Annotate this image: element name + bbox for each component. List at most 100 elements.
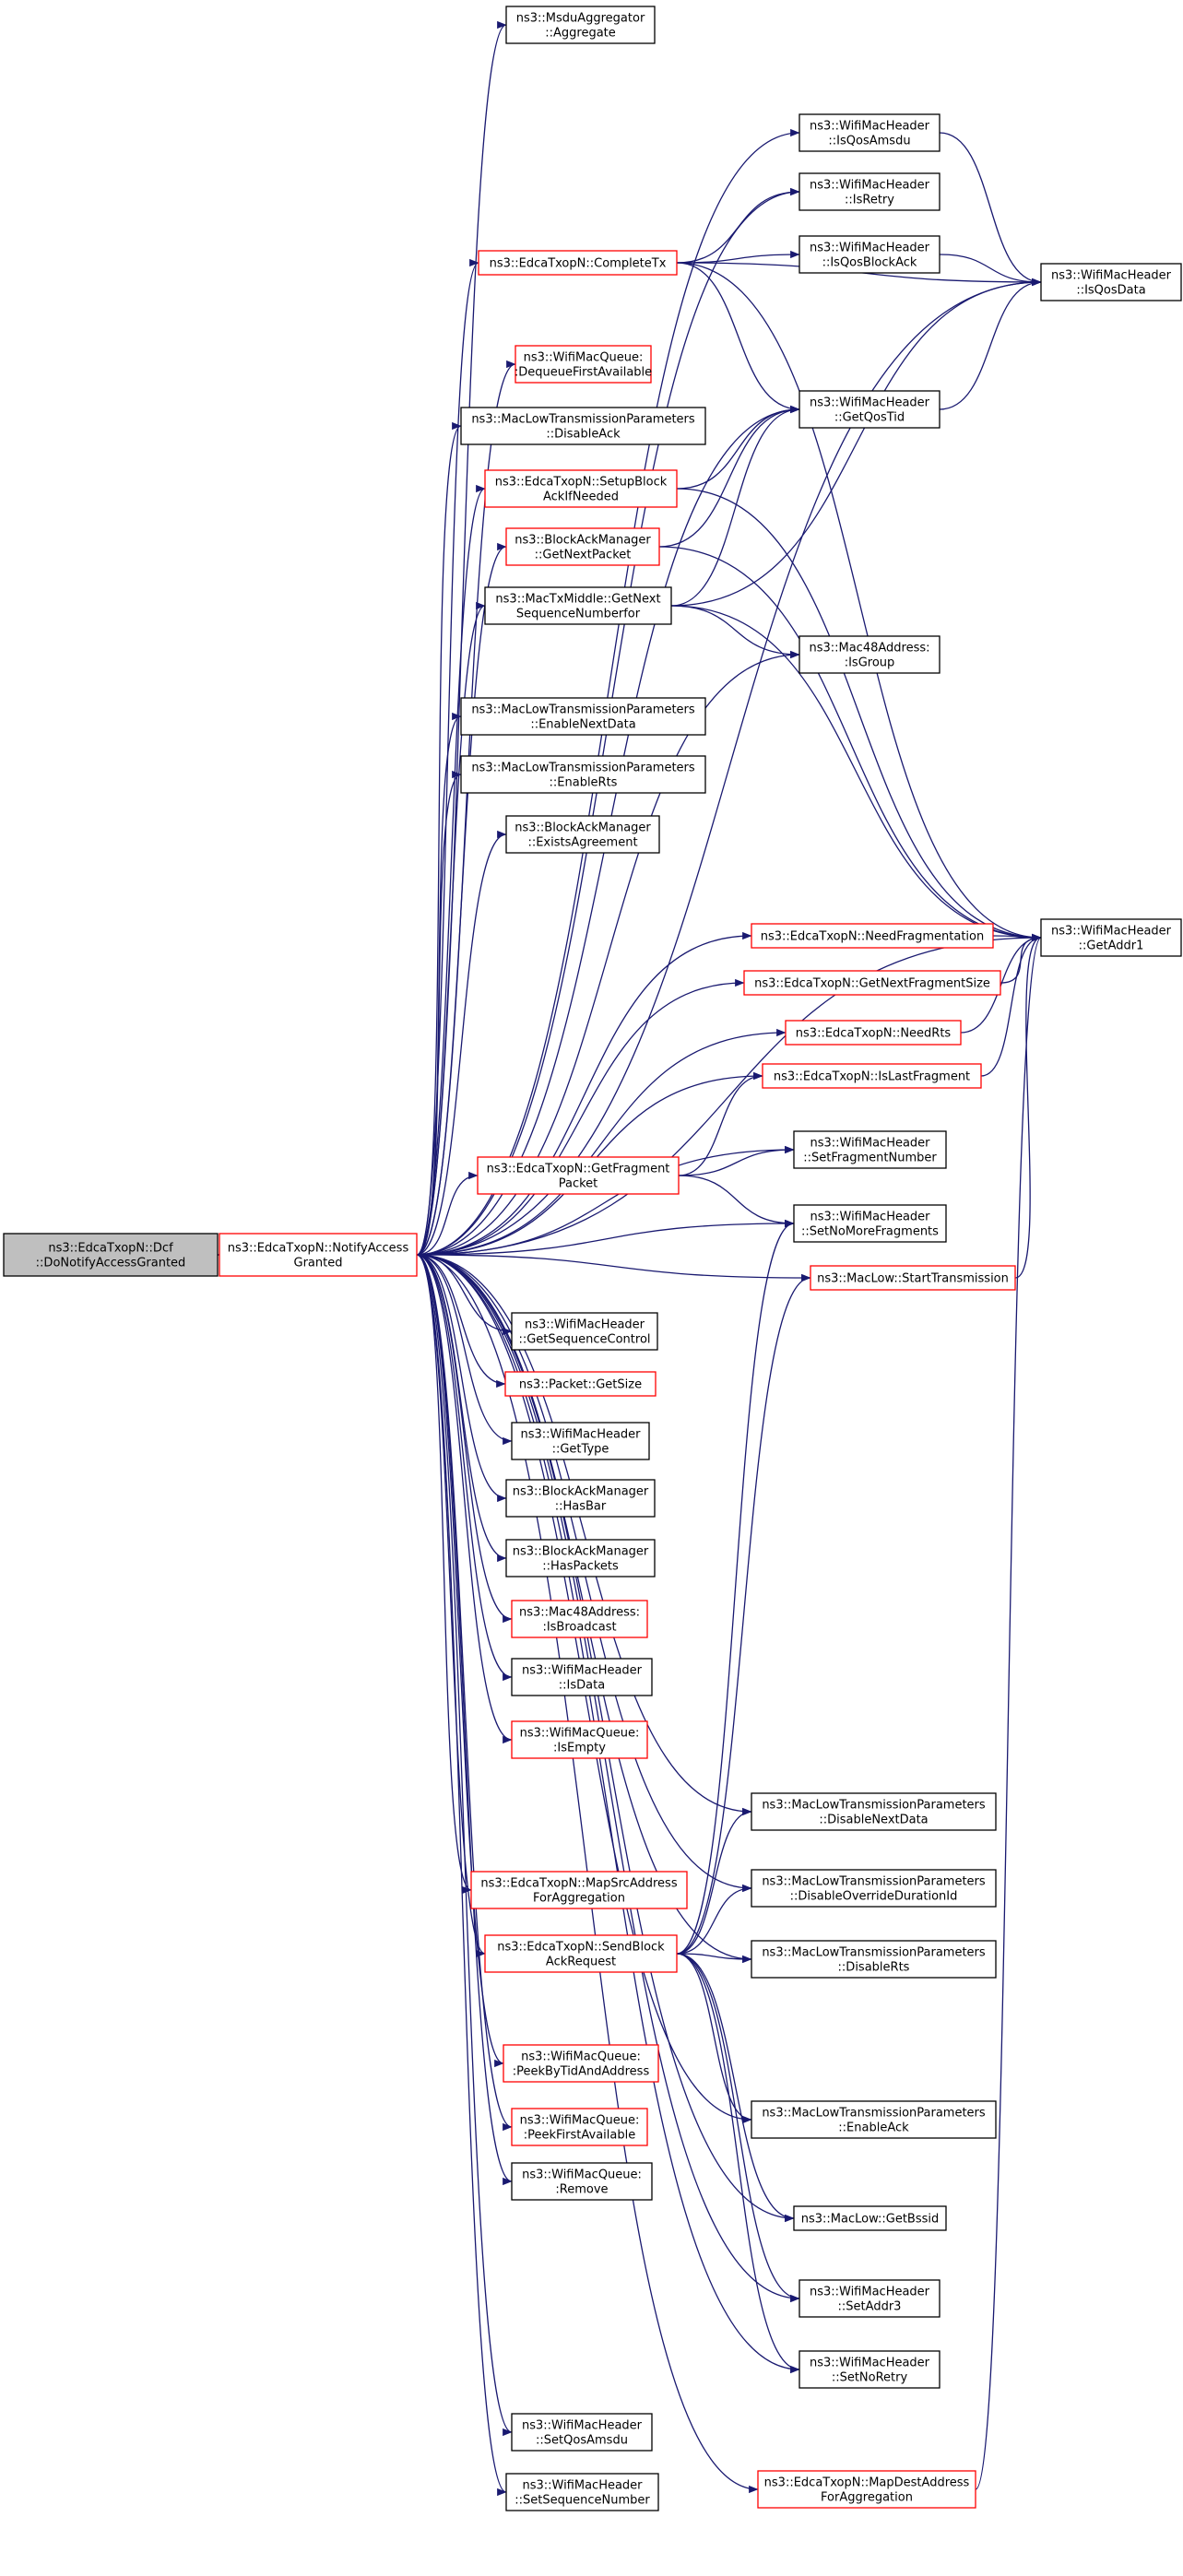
node-setaddr3[interactable]: ns3::WifiMacHeader::SetAddr3 <box>799 2279 940 2318</box>
node-label: ns3::WifiMacHeader <box>810 242 930 255</box>
edge-needfrag-to-getaddr1 <box>992 933 1042 942</box>
node-label: :Remove <box>555 2183 608 2197</box>
edge-sendblockack-to-enableack <box>676 1953 752 2124</box>
node-hasbar[interactable]: ns3::BlockAckManager::HasBar <box>505 1479 656 1518</box>
node-box <box>793 1204 947 1243</box>
edge-setupblock-to-getqostid <box>676 405 800 490</box>
node-label: ns3::EdcaTxopN::MapSrcAddress <box>480 1877 677 1891</box>
node-isdata[interactable]: ns3::WifiMacHeader::IsData <box>511 1658 653 1696</box>
node-box <box>785 1020 962 1046</box>
node-getqostid[interactable]: ns3::WifiMacHeader::GetQosTid <box>799 390 940 429</box>
node-needrts[interactable]: ns3::EdcaTxopN::NeedRts <box>785 1020 962 1046</box>
node-dcf[interactable]: ns3::EdcaTxopN::Dcf::DoNotifyAccessGrant… <box>3 1233 219 1277</box>
edge-nag-to-haspackets <box>416 1254 507 1563</box>
node-mapsrc[interactable]: ns3::EdcaTxopN::MapSrcAddressForAggregat… <box>470 1871 688 1909</box>
node-disableack[interactable]: ns3::MacLowTransmissionParameters::Disab… <box>460 407 706 445</box>
node-isqosamsdu[interactable]: ns3::WifiMacHeader::IsQosAmsdu <box>799 113 940 152</box>
node-label: :IsGroup <box>845 656 895 670</box>
node-box <box>460 697 706 736</box>
edge-mactxmiddle-to-getaddr1 <box>670 605 1042 942</box>
node-box <box>810 1265 1016 1291</box>
node-setseqnum[interactable]: ns3::WifiMacHeader::SetSequenceNumber <box>505 2473 659 2511</box>
edge-sendblockack-to-disablerts <box>676 1953 752 1964</box>
node-disablerts[interactable]: ns3::MacLowTransmissionParameters::Disab… <box>751 1940 997 1979</box>
node-label: ns3::WifiMacHeader <box>810 2286 930 2299</box>
node-remove[interactable]: ns3::WifiMacQueue::Remove <box>511 2162 653 2201</box>
node-box <box>751 923 994 949</box>
node-gettype[interactable]: ns3::WifiMacHeader::GetType <box>511 1422 650 1460</box>
node-box <box>751 1792 997 1831</box>
node-getseqctrl[interactable]: ns3::WifiMacHeader::GetSequenceControl <box>511 1312 658 1351</box>
node-box <box>460 755 706 794</box>
node-label: ::GetType <box>552 1443 609 1457</box>
node-label: ns3::MsduAggregator <box>516 12 645 26</box>
edge-sendblockack-to-setnomorefrag <box>676 1219 795 1955</box>
node-label: ::SetSequenceNumber <box>515 2494 650 2508</box>
node-label: ::GetSequenceControl <box>518 1333 650 1347</box>
node-label: ns3::WifiMacQueue: <box>521 2050 641 2064</box>
node-peekbytid[interactable]: ns3::WifiMacQueue::PeekByTidAndAddress <box>503 2044 659 2083</box>
node-msdu[interactable]: ns3::MsduAggregator::Aggregate <box>505 6 656 44</box>
node-label: ns3::WifiMacQueue: <box>524 351 644 365</box>
node-label: ns3::MacLowTransmissionParameters <box>762 2107 986 2121</box>
edge-nag-to-setnomorefrag <box>416 1219 795 1256</box>
node-setqosamsdu[interactable]: ns3::WifiMacHeader::SetQosAmsdu <box>511 2413 653 2452</box>
node-isretry[interactable]: ns3::WifiMacHeader::IsRetry <box>799 172 940 211</box>
nodes-layer: ns3::EdcaTxopN::Dcf::DoNotifyAccessGrant… <box>3 6 1182 2511</box>
node-label: ns3::MacLowTransmissionParameters <box>762 1946 986 1960</box>
node-label: AckIfNeeded <box>543 490 619 504</box>
edge-nag-to-disableack <box>416 422 462 1256</box>
node-bamgetnext[interactable]: ns3::BlockAckManager::GetNextPacket <box>505 527 660 566</box>
node-box <box>757 2470 976 2509</box>
node-starttx[interactable]: ns3::MacLow::StartTransmission <box>810 1265 1016 1291</box>
node-setfragnum[interactable]: ns3::WifiMacHeader::SetFragmentNumber <box>793 1130 947 1169</box>
node-needfrag[interactable]: ns3::EdcaTxopN::NeedFragmentation <box>751 923 994 949</box>
node-disablenextdata[interactable]: ns3::MacLowTransmissionParameters::Disab… <box>751 1792 997 1831</box>
edge-nag-to-setseqnum <box>416 1254 507 2496</box>
node-isqosblockack[interactable]: ns3::WifiMacHeader::IsQosBlockAck <box>799 235 940 274</box>
node-mactxmiddle[interactable]: ns3::MacTxMiddle::GetNextSequenceNumberf… <box>484 586 672 625</box>
edge-nag-to-hasbar <box>416 1254 507 1503</box>
node-dequeue[interactable]: ns3::WifiMacQueue::DequeueFirstAvailable <box>515 345 652 384</box>
node-mapdest[interactable]: ns3::EdcaTxopN::MapDestAddressForAggrega… <box>757 2470 976 2509</box>
node-label: ns3::EdcaTxopN::SetupBlock <box>495 476 668 490</box>
node-setnomorefrag[interactable]: ns3::WifiMacHeader::SetNoMoreFragments <box>793 1204 947 1243</box>
node-existsagreement[interactable]: ns3::BlockAckManager::ExistsAgreement <box>505 815 660 854</box>
node-packetgetsize[interactable]: ns3::Packet::GetSize <box>504 1371 657 1397</box>
edge-starttx-to-getaddr1 <box>1014 933 1042 1279</box>
node-label: ns3::EdcaTxopN::GetFragment <box>487 1163 670 1176</box>
edge-nag-to-setqosamsdu <box>416 1254 513 2436</box>
node-label: ns3::WifiMacHeader <box>810 120 930 134</box>
node-enablenextdata[interactable]: ns3::MacLowTransmissionParameters::Enabl… <box>460 697 706 736</box>
node-getbssid[interactable]: ns3::MacLow::GetBssid <box>793 2205 947 2231</box>
node-box <box>505 6 656 44</box>
node-isgroup[interactable]: ns3::Mac48Address::IsGroup <box>799 635 940 674</box>
node-box <box>505 527 660 566</box>
node-enableack[interactable]: ns3::MacLowTransmissionParameters::Enabl… <box>751 2100 997 2139</box>
node-isempty[interactable]: ns3::WifiMacQueue::IsEmpty <box>511 1720 648 1759</box>
node-haspackets[interactable]: ns3::BlockAckManager::HasPackets <box>505 1539 656 1578</box>
node-box <box>484 469 678 508</box>
node-label: ::ExistsAgreement <box>527 836 637 850</box>
node-completetx[interactable]: ns3::EdcaTxopN::CompleteTx <box>478 250 678 276</box>
node-getaddr1[interactable]: ns3::WifiMacHeader::GetAddr1 <box>1040 918 1182 957</box>
node-box <box>762 1063 982 1089</box>
node-isqosdata[interactable]: ns3::WifiMacHeader::IsQosData <box>1040 263 1182 301</box>
node-box <box>219 1233 418 1277</box>
node-isbroadcast[interactable]: ns3::Mac48Address::IsBroadcast <box>511 1600 648 1638</box>
node-peekfirst[interactable]: ns3::WifiMacQueue::PeekFirstAvailable <box>511 2108 648 2146</box>
node-nag[interactable]: ns3::EdcaTxopN::NotifyAccessGranted <box>219 1233 418 1277</box>
node-enablerts[interactable]: ns3::MacLowTransmissionParameters::Enabl… <box>460 755 706 794</box>
node-setnoretry[interactable]: ns3::WifiMacHeader::SetNoRetry <box>799 2350 940 2389</box>
node-label: ::DoNotifyAccessGranted <box>36 1257 186 1270</box>
node-disableoverride[interactable]: ns3::MacLowTransmissionParameters::Disab… <box>751 1869 997 1908</box>
node-getnextfragsize[interactable]: ns3::EdcaTxopN::GetNextFragmentSize <box>743 970 1001 996</box>
node-label: ns3::MacTxMiddle::GetNext <box>495 593 660 607</box>
node-islastfrag[interactable]: ns3::EdcaTxopN::IsLastFragment <box>762 1063 982 1089</box>
node-label: ::IsData <box>559 1679 605 1693</box>
edge-bamgetnext-to-getqostid <box>658 405 800 548</box>
